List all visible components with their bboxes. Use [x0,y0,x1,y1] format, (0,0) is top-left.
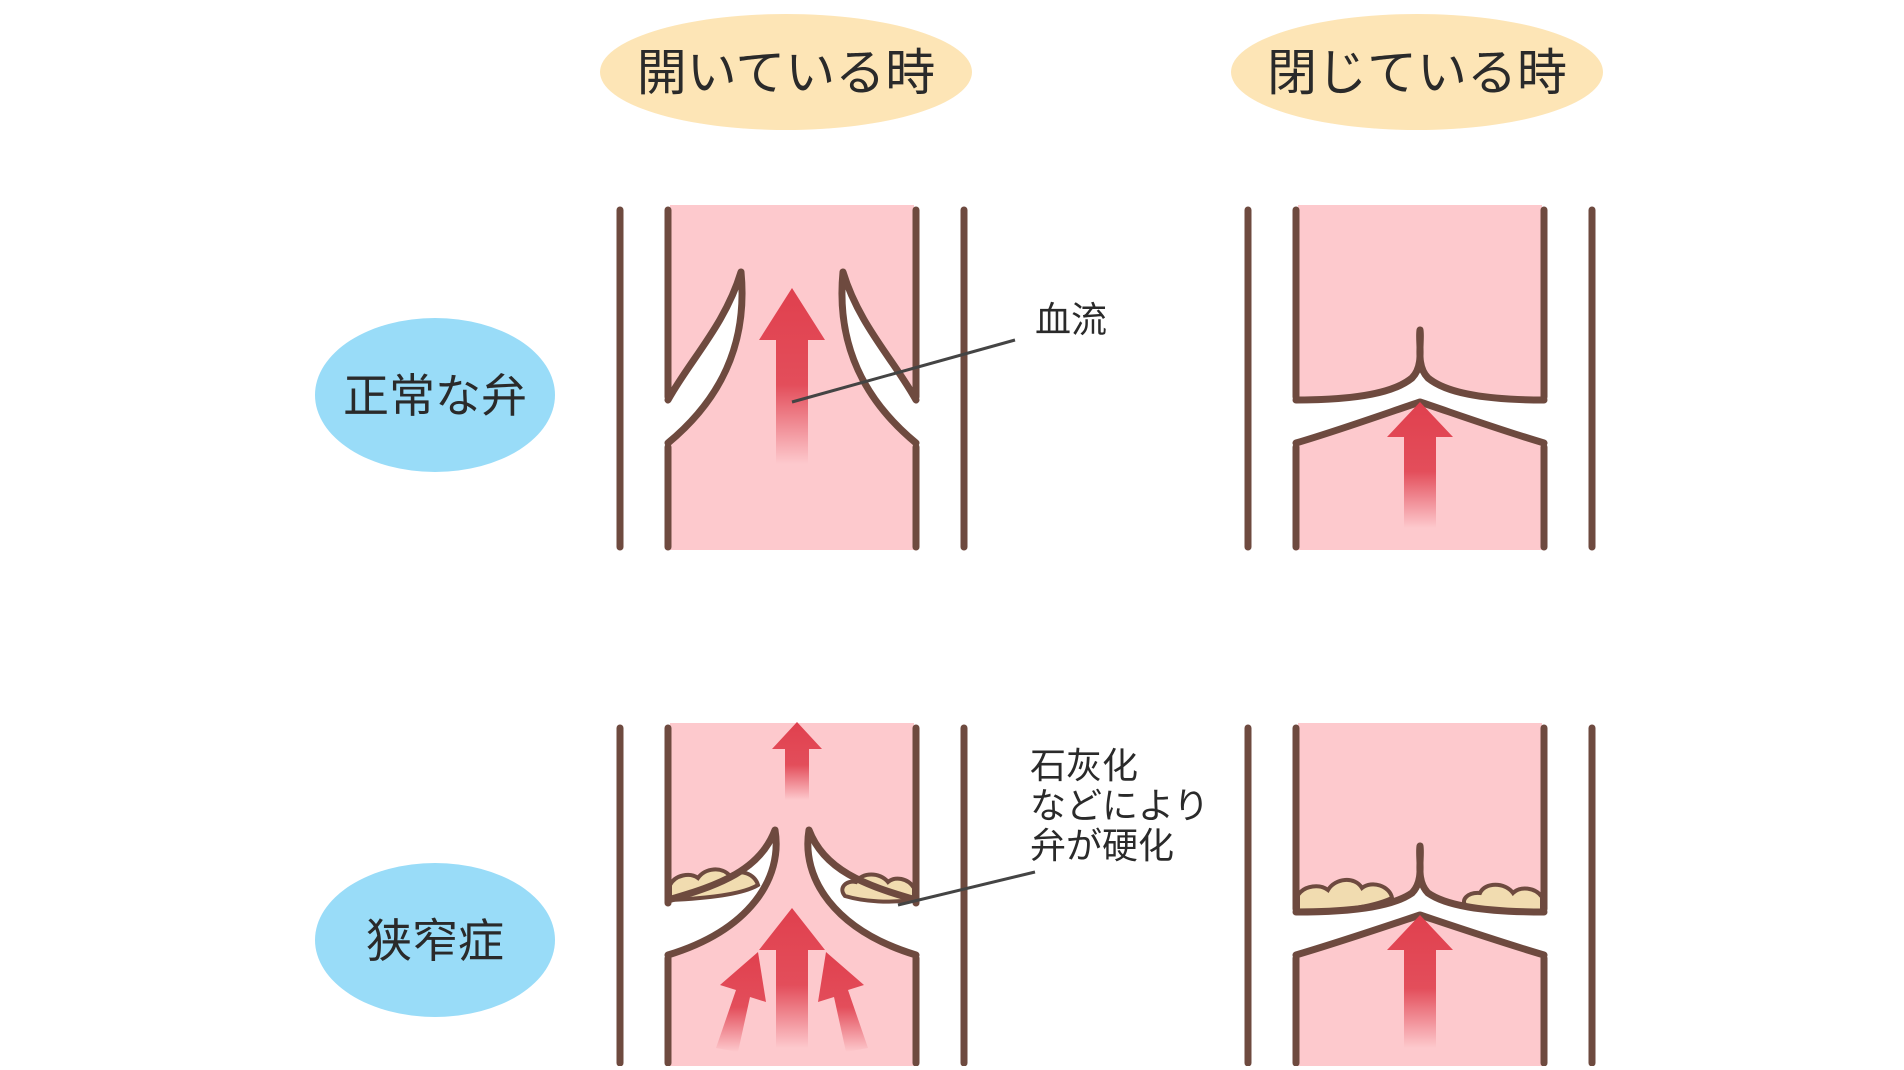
row-label-normal: 正常な弁 [315,318,555,472]
row-normal-label: 正常な弁 [343,369,527,423]
blood-flow-arrow [759,288,825,464]
row-normal-bubble [315,318,555,472]
leaflet-left [664,268,746,447]
header-closed-bubble [1231,14,1603,130]
header-closed-label: 閉じている時 [1267,44,1567,102]
narrow-jet-arrow [772,722,822,800]
label-calcification-line-2: などにより [1030,786,1209,827]
label-blood-flow: 血流 [1035,300,1107,341]
closed-leaflets-top [1292,326,1548,404]
leaflet-right [838,268,920,447]
label-calcification-line-1: 石灰化 [1030,746,1138,787]
closed-gap [1298,846,1542,955]
closed-gap [1298,330,1542,443]
panel-stenosis-open [616,722,968,1067]
panel-normal-closed [1244,205,1596,551]
header-open-bubble [600,14,972,130]
blood-flow-arrow-left [716,952,766,1052]
stiff-leaflet-right [804,826,920,959]
blood-flow-arrow [1387,402,1453,528]
row-label-stenosis: 狭窄症 [315,863,555,1017]
panel-stenosis-closed [1244,723,1596,1067]
leader-line-calcification [897,870,1036,907]
header-open: 開いている時 [600,14,972,130]
stiff-leaflet-left [664,826,780,959]
header-open-label: 開いている時 [637,44,936,102]
header-closed: 閉じている時 [1231,14,1603,130]
closed-leaflets-top [1292,842,1548,916]
label-calcification-line-3: 弁が硬化 [1030,826,1174,867]
leader-line-blood-flow [791,338,1016,404]
annotation-blood-flow: 血流 [791,300,1107,404]
annotation-calcification: 石灰化 などにより 弁が硬化 [897,746,1209,907]
blood-flow-arrow-center [759,908,825,1048]
row-stenosis-label: 狭窄症 [366,914,504,968]
blood-flow-arrow-right [818,952,868,1052]
panel-normal-open [616,205,968,551]
row-stenosis-bubble [315,863,555,1017]
blood-flow-arrow [1387,915,1453,1048]
